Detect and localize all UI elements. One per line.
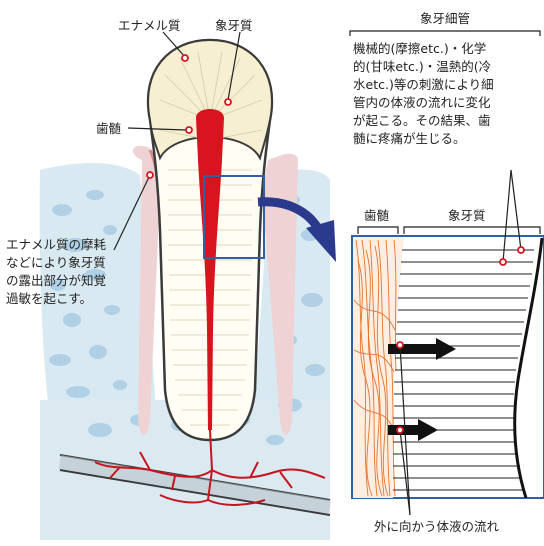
tooth bbox=[148, 40, 272, 440]
note-stimulus-line: 水etc.)等の刺激により細 bbox=[353, 76, 494, 94]
note-stimulus: 機械的(摩擦etc.)・化学 的(甘味etc.)・温熱的(冷 水etc.)等の刺… bbox=[353, 40, 494, 148]
label-dentin: 象牙質 bbox=[215, 17, 253, 34]
note-stimulus-line: が起こる。その結果、歯 bbox=[353, 112, 494, 130]
label-zoom-pulp: 歯髄 bbox=[364, 207, 389, 224]
note-stimulus-line: 機械的(摩擦etc.)・化学 bbox=[353, 40, 494, 58]
note-stimulus-line: 管内の体液の流れに変化 bbox=[353, 94, 494, 112]
note-abrasion-line: の露出部分が知覚 bbox=[6, 272, 106, 290]
note-abrasion-line: エナメル質の摩耗 bbox=[6, 236, 106, 254]
zoom-panel bbox=[352, 236, 544, 498]
note-stimulus-line: 髄に疼痛が生じる。 bbox=[353, 130, 494, 148]
label-fluid-flow: 外に向かう体液の流れ bbox=[374, 518, 499, 535]
label-zoom-dentin: 象牙質 bbox=[448, 207, 486, 224]
tubule-title-bracket bbox=[350, 31, 540, 36]
label-enamel: エナメル質 bbox=[118, 17, 181, 34]
note-stimulus-line: 的(甘味etc.)・温熱的(冷 bbox=[353, 58, 494, 76]
note-abrasion-line: 過敏を起こす。 bbox=[6, 290, 106, 308]
zoom-brackets bbox=[358, 227, 540, 234]
label-pulp: 歯髄 bbox=[96, 120, 121, 137]
note-abrasion: エナメル質の摩耗 などにより象牙質 の露出部分が知覚 過敏を起こす。 bbox=[6, 236, 106, 308]
note-abrasion-line: などにより象牙質 bbox=[6, 254, 106, 272]
dentin-tubules bbox=[393, 250, 534, 490]
label-tubule-title: 象牙細管 bbox=[420, 10, 470, 27]
